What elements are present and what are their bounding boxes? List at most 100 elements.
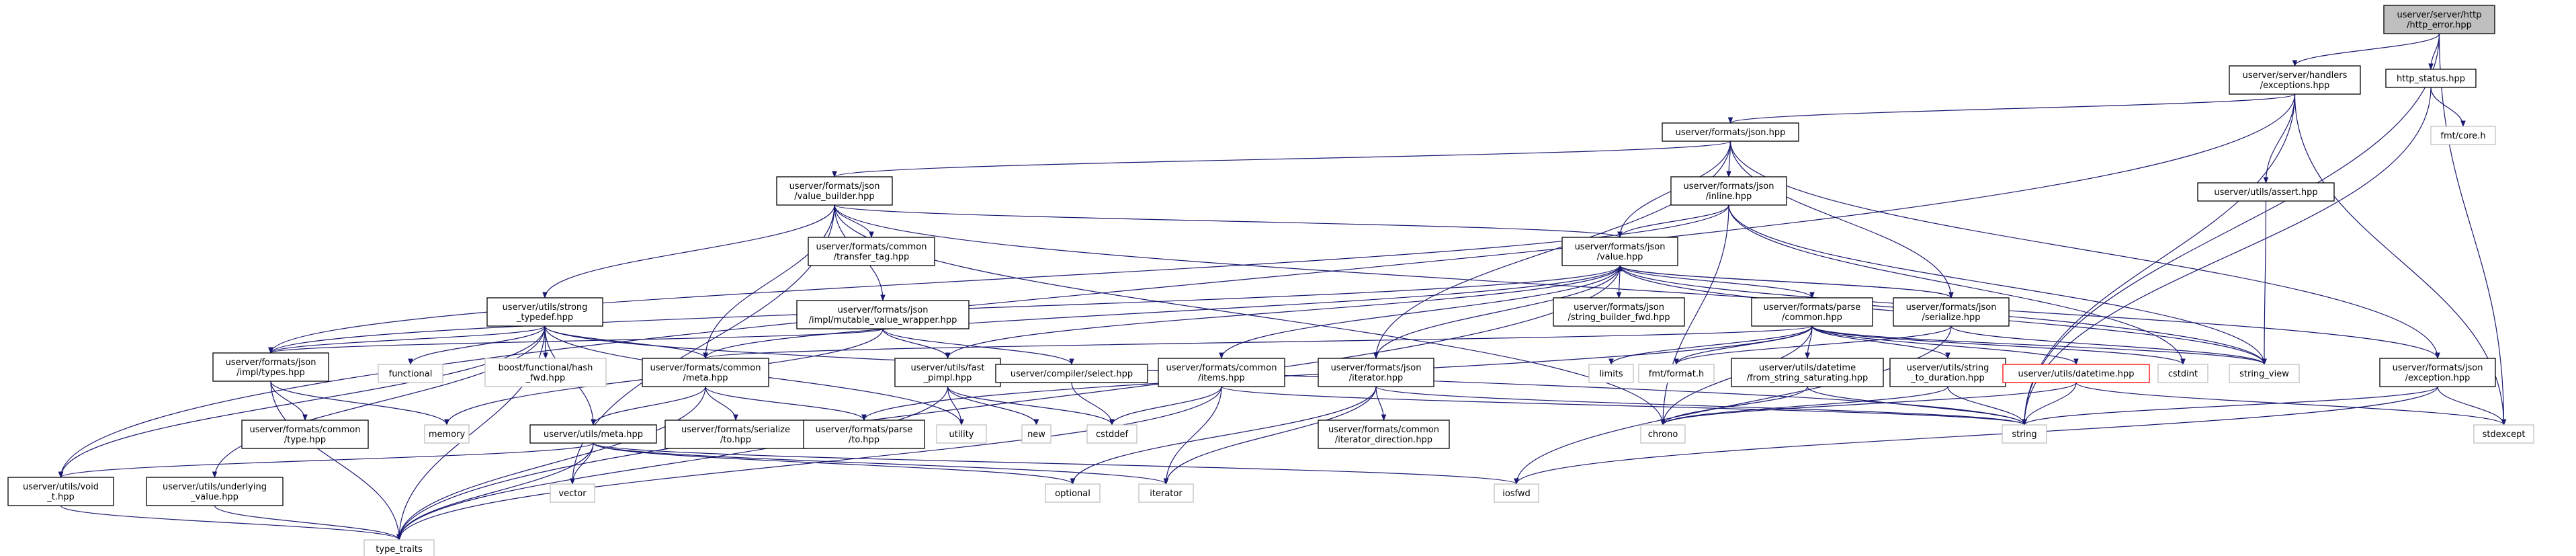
edge-inline-to-value	[1617, 204, 1729, 238]
node-fast-pimpl[interactable]: userver/utils/fast_pimpl.hpp	[894, 358, 1001, 387]
node-exceptions[interactable]: userver/server/handlers/exceptions.hpp	[2229, 65, 2361, 95]
node-string[interactable]: string	[2002, 424, 2047, 444]
node-json-iterator[interactable]: userver/formats/json/iterator.hpp	[1318, 358, 1434, 387]
node-box	[1021, 424, 1051, 444]
edge-utils-meta-to-optional	[593, 442, 1076, 485]
edge-parse-common-to-cstdint	[1811, 325, 2186, 365]
node-label: _fwd.hpp	[525, 373, 566, 383]
node-label: /value.hpp	[1597, 252, 1643, 262]
node-label: userver/formats/common	[1328, 425, 1439, 435]
edge-utils-datetime-to-stdexcept	[2075, 382, 2507, 426]
node-iosfwd[interactable]: iosfwd	[1494, 483, 1539, 503]
node-label: string_view	[2239, 369, 2289, 379]
node-serialize-to[interactable]: userver/formats/serialize/to.hpp	[664, 420, 807, 449]
node-box	[2229, 364, 2300, 383]
node-string-builder-fwd[interactable]: userver/formats/json/string_builder_fwd.…	[1553, 297, 1685, 327]
node-label: _value.hpp	[190, 492, 239, 502]
node-vector[interactable]: vector	[550, 483, 595, 503]
node-json-exception[interactable]: userver/formats/json/exception.hpp	[2379, 358, 2496, 387]
node-label: /impl/types.hpp	[237, 368, 305, 378]
node-void-t[interactable]: userver/utils/void_t.hpp	[7, 477, 114, 506]
node-http-error[interactable]: userver/server/http/http_error.hpp	[2383, 5, 2495, 34]
node-parse-common[interactable]: userver/formats/parse/common.hpp	[1751, 297, 1873, 327]
edge-json-exception-to-iosfwd	[1514, 386, 2438, 485]
node-label: _to_duration.hpp	[1910, 373, 1985, 383]
node-impl-types[interactable]: userver/formats/json/impl/types.hpp	[212, 352, 329, 382]
node-inline[interactable]: userver/formats/json/inline.hpp	[1670, 176, 1787, 206]
node-mutable-value-wrapper[interactable]: userver/formats/json/impl/mutable_value_…	[796, 300, 970, 329]
node-utils-datetime[interactable]: userver/utils/datetime.hpp	[2002, 364, 2150, 383]
node-new[interactable]: new	[1021, 424, 1051, 444]
node-box	[894, 358, 1001, 387]
node-label: userver/utils/string	[1907, 363, 1989, 373]
node-label: limits	[1599, 369, 1623, 379]
node-label: chrono	[1648, 430, 1678, 440]
edge-value-to-parse-common	[1619, 265, 1815, 299]
node-functional[interactable]: functional	[378, 364, 443, 383]
node-label: userver/formats/common	[650, 363, 761, 373]
node-box	[1638, 364, 1715, 383]
node-utils-meta[interactable]: userver/utils/meta.hpp	[529, 424, 657, 444]
node-box	[550, 483, 595, 503]
node-chrono[interactable]: chrono	[1640, 424, 1686, 444]
node-box	[1670, 176, 1787, 206]
node-from-string-saturating[interactable]: userver/utils/datetime/from_string_satur…	[1731, 358, 1884, 387]
node-box	[2002, 364, 2150, 383]
node-cstddef[interactable]: cstddef	[1086, 424, 1137, 444]
edge-strong-typedef-to-functional	[408, 325, 546, 365]
edge-utils-meta-to-iosfwd	[593, 442, 1519, 485]
node-box	[212, 352, 329, 382]
node-http-status[interactable]: http_status.hpp	[2385, 69, 2477, 88]
node-strong-typedef[interactable]: userver/utils/strong_typedef.hpp	[486, 297, 603, 327]
edge-common-meta-to-utils-meta	[591, 386, 706, 426]
node-box	[1318, 420, 1450, 449]
node-box	[2385, 69, 2477, 88]
node-common-type[interactable]: userver/formats/common/type.hpp	[241, 420, 369, 449]
node-compiler-select[interactable]: userver/compiler/select.hpp	[995, 364, 1148, 383]
node-label: /serialize.hpp	[1922, 313, 1981, 323]
node-flash-fwd[interactable]: boost/functional/hash_fwd.hpp	[484, 358, 607, 387]
node-label: userver/formats/json	[2393, 363, 2483, 373]
node-string-to-duration[interactable]: userver/utils/string_to_duration.hpp	[1889, 358, 2006, 387]
node-label: userver/formats/common	[1166, 363, 1277, 373]
node-serialize[interactable]: userver/formats/json/serialize.hpp	[1893, 297, 2010, 327]
node-assert[interactable]: userver/utils/assert.hpp	[2197, 182, 2335, 202]
node-json[interactable]: userver/formats/json.hpp	[1662, 122, 1799, 142]
node-underlying-value[interactable]: userver/utils/underlying_value.hpp	[146, 477, 284, 506]
edge-value-to-common-meta	[703, 265, 1621, 359]
node-box	[2157, 364, 2208, 383]
node-label: iosfwd	[1502, 489, 1531, 499]
node-parse-to[interactable]: userver/formats/parse/to.hpp	[803, 420, 925, 449]
node-limits[interactable]: limits	[1588, 364, 1634, 383]
node-utility[interactable]: utility	[936, 424, 987, 444]
edge-json-exception-to-stdexcept	[2437, 386, 2507, 426]
edge-parse-common-to-string-to-duration	[1811, 325, 1950, 359]
node-memory[interactable]: memory	[424, 424, 470, 444]
edge-http-status-to-fmt-core	[2430, 87, 2466, 127]
node-cstdint[interactable]: cstdint	[2157, 364, 2208, 383]
node-fmt-core[interactable]: fmt/core.h	[2430, 126, 2496, 145]
edge-from-string-saturating-to-chrono	[1660, 386, 1808, 426]
edge-inline-to-string-view	[1728, 204, 2267, 365]
node-iterator[interactable]: iterator	[1138, 483, 1194, 503]
node-label: /meta.hpp	[683, 373, 728, 383]
node-box	[2473, 424, 2534, 444]
node-label: /transfer_tag.hpp	[834, 252, 909, 262]
node-string-view[interactable]: string_view	[2229, 364, 2300, 383]
edge-strong-typedef-to-impl-types	[268, 325, 546, 354]
node-value[interactable]: userver/formats/json/value.hpp	[1561, 237, 1678, 266]
node-optional[interactable]: optional	[1045, 483, 1101, 503]
edge-value-to-json-exception	[1619, 265, 2440, 359]
header-nodes: userver/server/http/http_error.hppuserve…	[7, 5, 2534, 556]
node-type-traits[interactable]: type_traits	[363, 539, 435, 556]
node-common-items[interactable]: userver/formats/common/items.hpp	[1158, 358, 1285, 387]
node-transfer-tag[interactable]: userver/formats/common/transfer_tag.hpp	[808, 237, 935, 266]
node-common-meta[interactable]: userver/formats/common/meta.hpp	[642, 358, 769, 387]
node-label: _t.hpp	[46, 492, 74, 502]
node-iterator-direction[interactable]: userver/formats/common/iterator_directio…	[1318, 420, 1450, 449]
node-stdexcept[interactable]: stdexcept	[2473, 424, 2534, 444]
node-label: new	[1027, 430, 1045, 440]
edge-value-to-fast-pimpl	[945, 265, 1621, 359]
node-fmt-format[interactable]: fmt/format.h	[1638, 364, 1715, 383]
node-value-builder[interactable]: userver/formats/json/value_builder.hpp	[776, 176, 893, 206]
